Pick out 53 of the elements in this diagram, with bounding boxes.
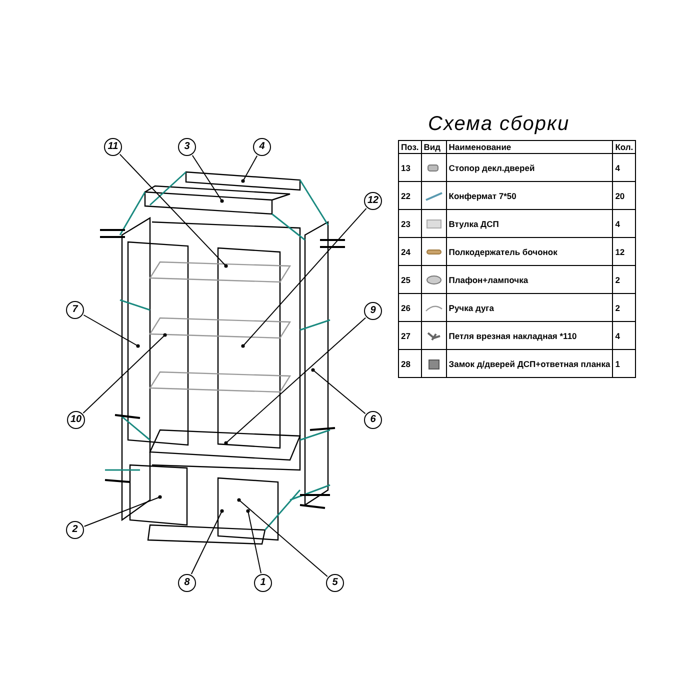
leader-line [241, 155, 258, 183]
callout-number: 11 [104, 138, 122, 156]
header-cell: Поз. [398, 140, 422, 154]
quantity-cell: 20 [612, 182, 636, 210]
name-cell: Ручка дуга [446, 294, 613, 322]
callout-number: 1 [254, 574, 272, 592]
quantity-cell: 12 [612, 238, 636, 266]
leader-line [224, 317, 366, 445]
leader-line [82, 333, 167, 414]
quantity-cell: 4 [612, 322, 636, 350]
quantity-cell: 4 [612, 210, 636, 238]
quantity-cell: 1 [612, 350, 636, 378]
quantity-cell: 2 [612, 294, 636, 322]
position-cell: 25 [398, 266, 422, 294]
leader-line [192, 154, 224, 203]
leader-line [190, 509, 224, 574]
callout-number: 5 [326, 574, 344, 592]
header-cell: Вид [421, 140, 446, 154]
leader-line [311, 368, 366, 414]
quantity-cell: 2 [612, 266, 636, 294]
position-cell: 23 [398, 210, 422, 238]
header-cell: Наименование [446, 140, 613, 154]
position-cell: 26 [398, 294, 422, 322]
quantity-cell: 4 [612, 154, 636, 182]
callout-number: 4 [253, 138, 271, 156]
position-cell: 24 [398, 238, 422, 266]
position-cell: 13 [398, 154, 422, 182]
callout-number: 10 [67, 411, 85, 429]
callout-number: 8 [178, 574, 196, 592]
name-cell: Полкодержатель бочонок [446, 238, 613, 266]
name-cell: Замок д/дверей ДСП+ответная планка [446, 350, 613, 378]
name-cell: Плафон+лампочка [446, 266, 613, 294]
header-cell: Кол. [612, 140, 636, 154]
position-cell: 28 [398, 350, 422, 378]
leader-line [237, 498, 328, 577]
callout-number: 7 [66, 301, 84, 319]
leader-line [119, 154, 228, 268]
callout-number: 6 [364, 411, 382, 429]
name-cell: Втулка ДСП [446, 210, 613, 238]
callout-number: 2 [66, 521, 84, 539]
name-cell: Конфермат 7*50 [446, 182, 613, 210]
leader-line [84, 495, 162, 527]
position-cell: 22 [398, 182, 422, 210]
callout-number: 3 [178, 138, 196, 156]
name-cell: Стопор декл.дверей [446, 154, 613, 182]
leader-line [246, 509, 262, 574]
name-cell: Петля врезная накладная *110 [446, 322, 613, 350]
leader-line [241, 208, 367, 348]
callout-number: 9 [364, 302, 382, 320]
leader-line [83, 314, 140, 348]
callout-number: 12 [364, 192, 382, 210]
position-cell: 27 [398, 322, 422, 350]
diagram-title: Схема сборки [428, 113, 570, 136]
